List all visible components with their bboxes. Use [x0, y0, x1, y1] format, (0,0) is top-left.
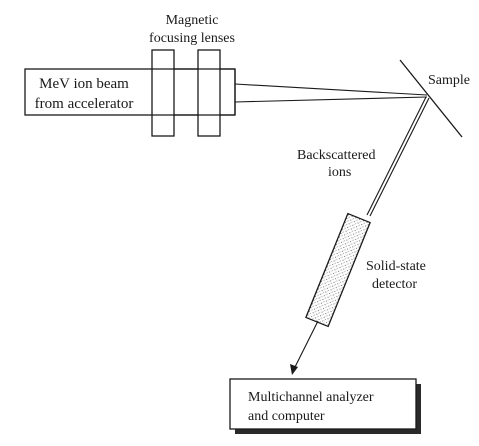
- detector-label-line2: detector: [372, 277, 417, 292]
- ion-source-label-line1: MeV ion beam: [39, 76, 129, 92]
- sample-label: Sample: [428, 73, 470, 88]
- analyzer-label-line1: Multichannel analyzer: [248, 390, 374, 405]
- sample-surface: [399, 59, 463, 138]
- signal-arrowhead: [290, 364, 298, 375]
- magnetic-lens-1: [151, 49, 175, 137]
- ion-source-label-line2: from accelerator: [35, 96, 134, 112]
- solid-state-detector: [305, 212, 371, 328]
- backscatter-path-b: [369, 97, 430, 217]
- analyzer-box: [229, 378, 417, 430]
- detector-label-line1: Solid-state: [366, 259, 426, 274]
- signal-cable: [293, 320, 319, 370]
- backscattered-label-line2: ions: [328, 165, 351, 180]
- backscatter-path-a: [366, 96, 427, 216]
- lenses-label-line2: focusing lenses: [149, 31, 235, 46]
- ion-beam-lower: [234, 96, 428, 103]
- lenses-label-line1: Magnetic: [166, 13, 219, 28]
- analyzer-label-line2: and computer: [248, 409, 325, 424]
- ion-beam-upper: [234, 83, 428, 96]
- backscattered-label-line1: Backscattered: [297, 148, 376, 163]
- magnetic-lens-2: [197, 49, 221, 137]
